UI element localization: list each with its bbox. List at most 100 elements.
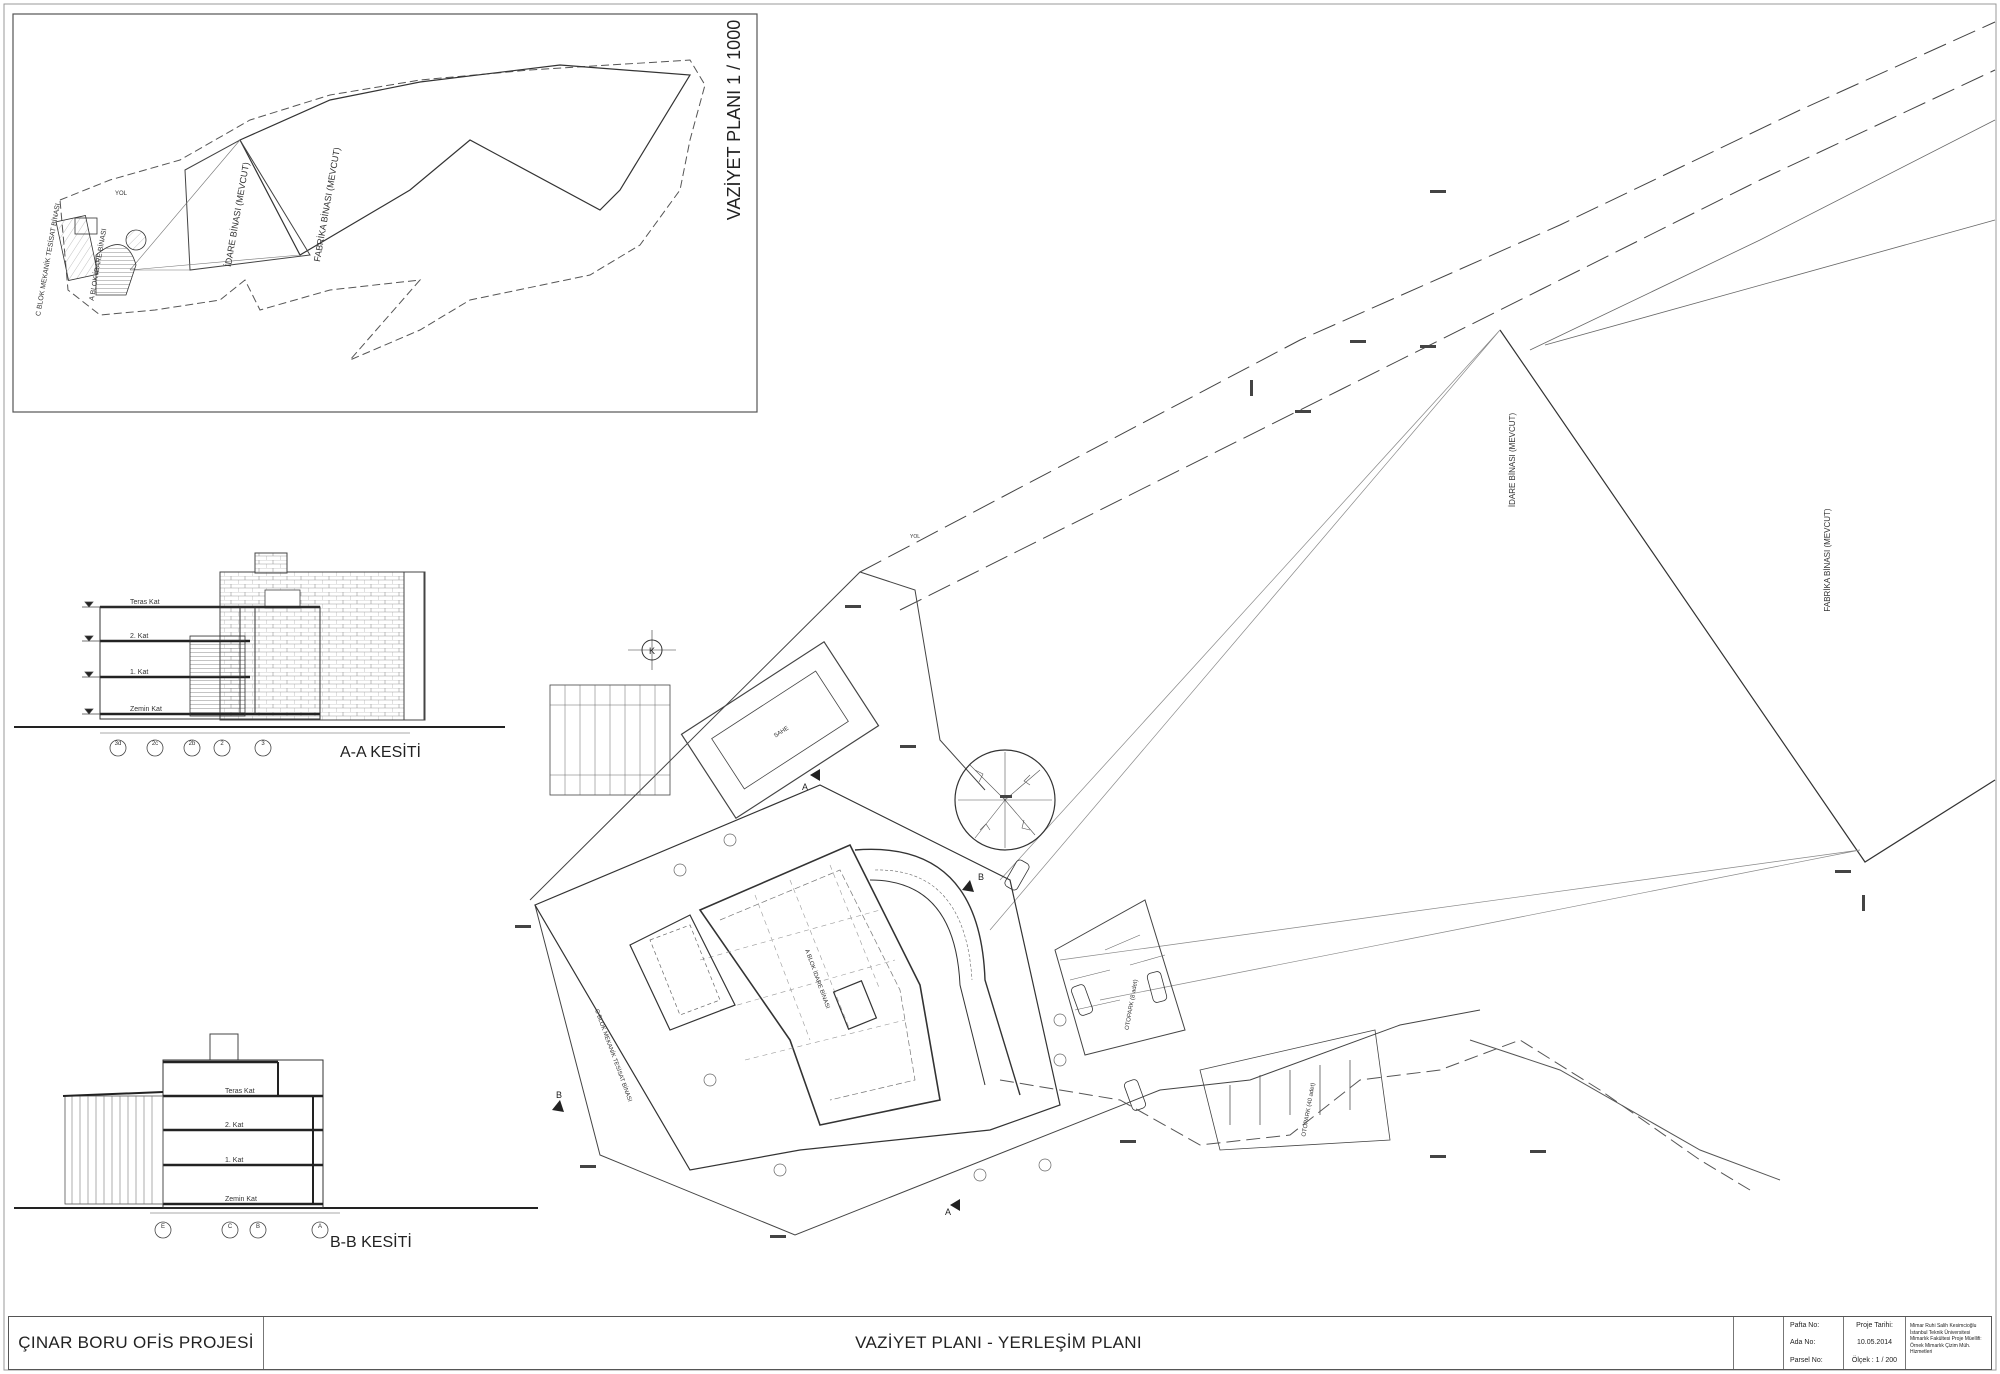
a-block-grid [699, 864, 906, 1061]
bb-axis-label: A [318, 1224, 322, 1230]
bb-axis-label: E [161, 1224, 165, 1230]
bb-floor-label: Zemin Kat [225, 1196, 257, 1203]
inset-tree [125, 229, 147, 251]
site-boundary-north [529, 571, 986, 901]
bb-axis-label: C [228, 1224, 233, 1230]
aa-floor-label: Zemin Kat [130, 706, 162, 713]
road-edge-upper [859, 21, 1996, 573]
inset-road-label: YOL [115, 191, 128, 197]
parking-small-label: OTOPARK (8 adet) [1125, 979, 1140, 1030]
aa-section-outline [99, 606, 321, 720]
a-block-curved-inner [869, 879, 986, 1086]
inset-admin-outline [184, 139, 311, 271]
scale-value: Ölçek : 1 / 200 [1851, 1356, 1898, 1364]
road-edge-line [1529, 119, 1996, 351]
bb-canopy [64, 1095, 164, 1205]
factory-existing-label: FABRİKA BİNASI (MEVCUT) [1823, 508, 1832, 611]
inset-c-block-label: C BLOK MEKANİK TESİSAT BİNASI [33, 202, 62, 316]
aa-axis-bubbles: 3d 2c 2b 2 3 [109, 739, 272, 757]
block-no-label: Ada No: [1790, 1339, 1816, 1347]
admin-existing-outline [1499, 329, 1996, 863]
bb-axis-bubbles: E C B A [154, 1221, 329, 1239]
aa-axis-label: 2 [220, 741, 224, 747]
site-boundary-dashed [999, 1039, 1751, 1191]
aa-axis-label: 2b [189, 741, 196, 747]
aa-side-column [403, 571, 425, 721]
admin-existing-label: İDARE BİNASI (MEVCUT) [1508, 413, 1517, 508]
aa-roof-box [254, 552, 288, 574]
dimension-tags [515, 190, 1865, 1238]
inset-admin-label: İDARE BİNASI (MEVCUT) [223, 161, 251, 267]
a-block-curved-facade [854, 848, 1021, 1096]
a-block-label: A BLOK İDARE BİNASI [803, 948, 831, 1010]
bb-floor-label: 2. Kat [225, 1122, 243, 1129]
section-cut-markers: A A B B [552, 769, 984, 1217]
road-edge-lower [899, 69, 1996, 611]
site-axis-bubbles [673, 833, 1067, 1182]
inset-factory-outline [239, 64, 692, 256]
section-a-marker: A [802, 782, 808, 792]
inset-sight-lines [129, 139, 301, 271]
road-label: YOL [910, 534, 920, 540]
tree-symbol [954, 749, 1056, 851]
aa-floor-label: 2. Kat [130, 633, 148, 640]
site-boundary-east [1469, 1039, 1781, 1181]
aa-axis-label: 3d [115, 741, 122, 747]
aa-axis-label: 2c [152, 741, 158, 747]
date-scale: Proje Tarihi: 10.05.2014 Ölçek : 1 / 200 [1844, 1317, 1906, 1369]
inset-property-line [59, 59, 706, 361]
aa-window [264, 589, 301, 609]
a-block-outline [698, 843, 941, 1126]
north-label: K [649, 646, 655, 656]
inset-title: VAZİYET PLANI 1 / 1000 [724, 20, 744, 220]
bb-title: B-B KESİTİ [330, 1232, 412, 1251]
drawing-title: VAZİYET PLANI - YERLEŞİM PLANI [264, 1317, 1734, 1369]
area-schedule-table [549, 684, 671, 796]
aa-floor-label: 1. Kat [130, 669, 148, 676]
aa-stair [189, 635, 246, 717]
c-block-label: C BLOK MEKANİK TESİSAT BİNASI [593, 1008, 633, 1103]
section-aa: Teras Kat 2. Kat 1. Kat Zemin Kat 3d 2c … [14, 552, 505, 761]
parking-large-label: OTOPARK (40 adet) [1301, 1082, 1316, 1137]
bb-section-outline [162, 1059, 324, 1209]
inset-a-block [95, 244, 137, 296]
section-a-marker: A [945, 1207, 951, 1217]
pool-label: SAHE [773, 726, 790, 740]
a-block-core [832, 980, 878, 1030]
inset-factory-label: FABRİKA BİNASI (MEVCUT) [312, 146, 342, 262]
pool: SAHE [680, 640, 880, 820]
parcel-no-label: Parsel No: [1790, 1356, 1823, 1364]
bb-fins [71, 1096, 153, 1204]
north-arrow: K [628, 630, 676, 670]
designer-notes: Mimar Ruhi Salih Kesimcioğlu İstanbul Te… [1910, 1323, 1982, 1355]
inset-c-block [55, 215, 99, 281]
aa-axis-label: 3 [261, 741, 265, 747]
bb-roof-box [209, 1033, 239, 1061]
inset-frame [12, 13, 758, 413]
title-block-spacer [1734, 1317, 1784, 1369]
bb-floor-label: Teras Kat [225, 1088, 255, 1095]
parking-small: OTOPARK (8 adet) [1004, 859, 1186, 1056]
aa-floor-label: Teras Kat [130, 599, 160, 606]
sheet-no-label: Pafta No: [1790, 1322, 1820, 1330]
inset-pool [74, 217, 98, 235]
title-block: ÇINAR BORU OFİS PROJESİ VAZİYET PLANI - … [8, 1316, 1992, 1370]
project-name: ÇINAR BORU OFİS PROJESİ [9, 1317, 264, 1369]
date-value: 10.05.2014 [1856, 1339, 1893, 1347]
bb-axis-label: B [256, 1224, 260, 1230]
inset-site-plan: FABRİKA BİNASI (MEVCUT) İDARE BİNASI (ME… [12, 13, 758, 413]
aa-title: A-A KESİTİ [340, 742, 421, 761]
section-b-marker: B [556, 1090, 562, 1100]
aa-brick-elevation [219, 571, 426, 721]
bb-floor-label: 1. Kat [225, 1157, 243, 1164]
measurement-lines [989, 329, 1861, 1001]
section-b-marker: B [978, 872, 984, 882]
site-boundary-south [534, 904, 1481, 1236]
site-footprint [534, 784, 1061, 1171]
sheet-meta: Pafta No: Ada No: Parsel No: [1784, 1317, 1844, 1369]
c-block-outline [629, 914, 736, 1031]
section-bb: Teras Kat 2. Kat 1. Kat Zemin Kat E C B … [14, 1033, 538, 1251]
sheet-border [3, 3, 1997, 1371]
date-label: Proje Tarihi: [1856, 1322, 1893, 1330]
